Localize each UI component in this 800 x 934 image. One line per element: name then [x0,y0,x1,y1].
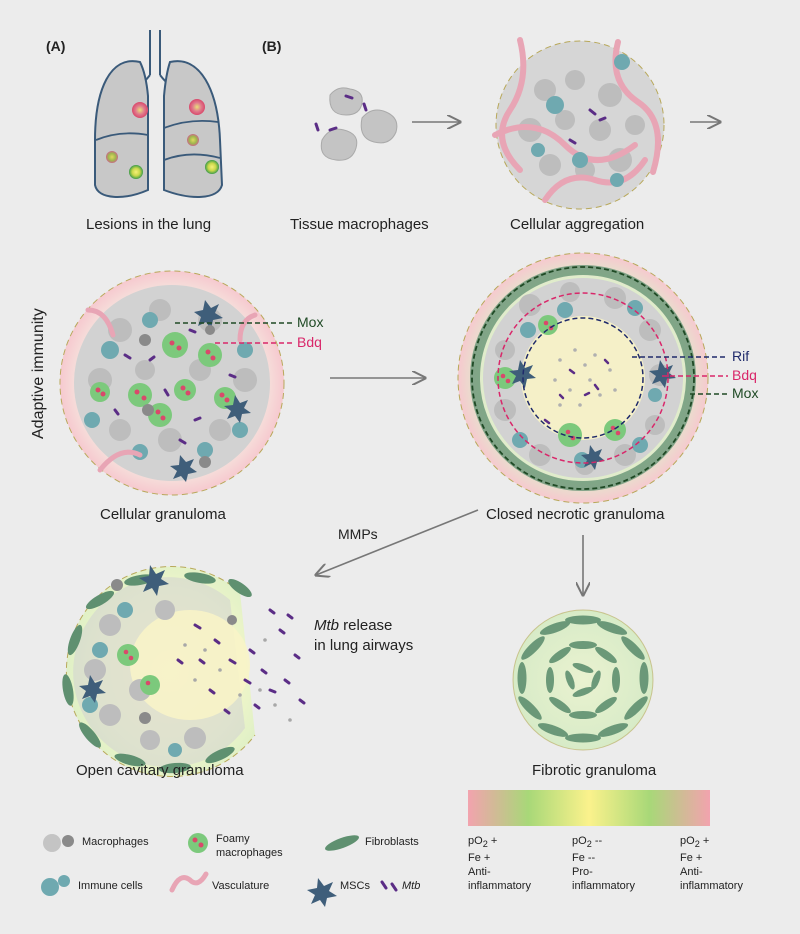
lung-lesion [106,151,118,163]
gradient-label-left: pO2 + Fe + Anti- inflammatory [468,835,531,893]
macrophage-legend-icon [43,834,61,852]
caption-closed-necrotic: Closed necrotic granuloma [486,506,665,523]
caption-lung: Lesions in the lung [86,216,212,233]
lung-lesion [132,102,148,118]
legend-vasculature: Vasculature [212,880,270,892]
legend-fibroblasts: Fibroblasts [365,836,419,848]
mtb-legend-icon [380,880,398,892]
rif-ring [522,317,644,439]
drug-label-rif-necrotic: Rif [732,348,750,364]
caption-cellular-granuloma: Cellular granuloma [100,506,226,523]
closed-necrotic-granuloma-illustration [457,252,728,504]
caption-open-cavitary: Open cavitary granuloma [76,762,244,779]
microenvironment-gradient-bar [468,790,710,826]
fibrotic-granuloma-illustration [512,609,654,751]
panel-label-b: (B) [262,38,282,54]
vasculature-legend-icon [169,871,209,893]
mtb-release-line2: in lung airways [314,637,414,654]
drug-label-mox-cellular: Mox [297,314,324,330]
bdq-ring [497,292,669,464]
legend-mscs: MSCs [340,880,370,892]
immune-legend-icon [41,875,70,896]
lung-lesion [129,165,143,179]
cellular-granuloma-illustration [59,270,293,496]
msc-legend-icon [307,878,337,907]
caption-cellular-aggregation: Cellular aggregation [510,216,645,233]
mmps-label: MMPs [338,526,378,542]
lung-lesion [189,99,205,115]
lung-lesion [205,160,219,174]
mtb-release-italic: Mtb [314,617,340,634]
caption-fibrotic: Fibrotic granuloma [532,762,657,779]
drug-label-bdq-cellular: Bdq [297,334,322,350]
caption-tissue-macrophages: Tissue macrophages [290,216,429,233]
arrow [316,509,479,575]
gradient-label-center: pO2 -- Fe -- Pro- inflammatory [572,835,635,893]
cellular-aggregation-illustration [492,37,665,210]
open-cavitary-granuloma-illustration [62,565,306,777]
drug-label-bdq-necrotic: Bdq [732,367,757,383]
legend-foamy: Foamy macrophages [216,833,283,859]
panel-label-a: (A) [46,38,66,54]
mtb-release-label: Mtb release in lung airways [314,616,413,656]
legend-immune: Immune cells [78,880,143,892]
gradient-label-right: pO2 + Fe + Anti- inflammatory [680,835,743,893]
legend-mtb: Mtb [402,880,421,892]
lung-illustration [94,30,224,198]
legend-icons [41,833,398,907]
mox-ring [471,266,695,490]
legend-macrophages: Macrophages [82,836,149,848]
fibroblast-legend-icon [324,835,360,851]
foamy-legend-icon [188,833,208,853]
drug-label-mox-necrotic: Mox [732,385,759,401]
mtb-release-rest: release [339,617,393,634]
tissue-macrophages-illustration [314,87,398,161]
macrophage-legend-icon-2 [62,835,74,847]
lung-lesion [187,134,199,146]
